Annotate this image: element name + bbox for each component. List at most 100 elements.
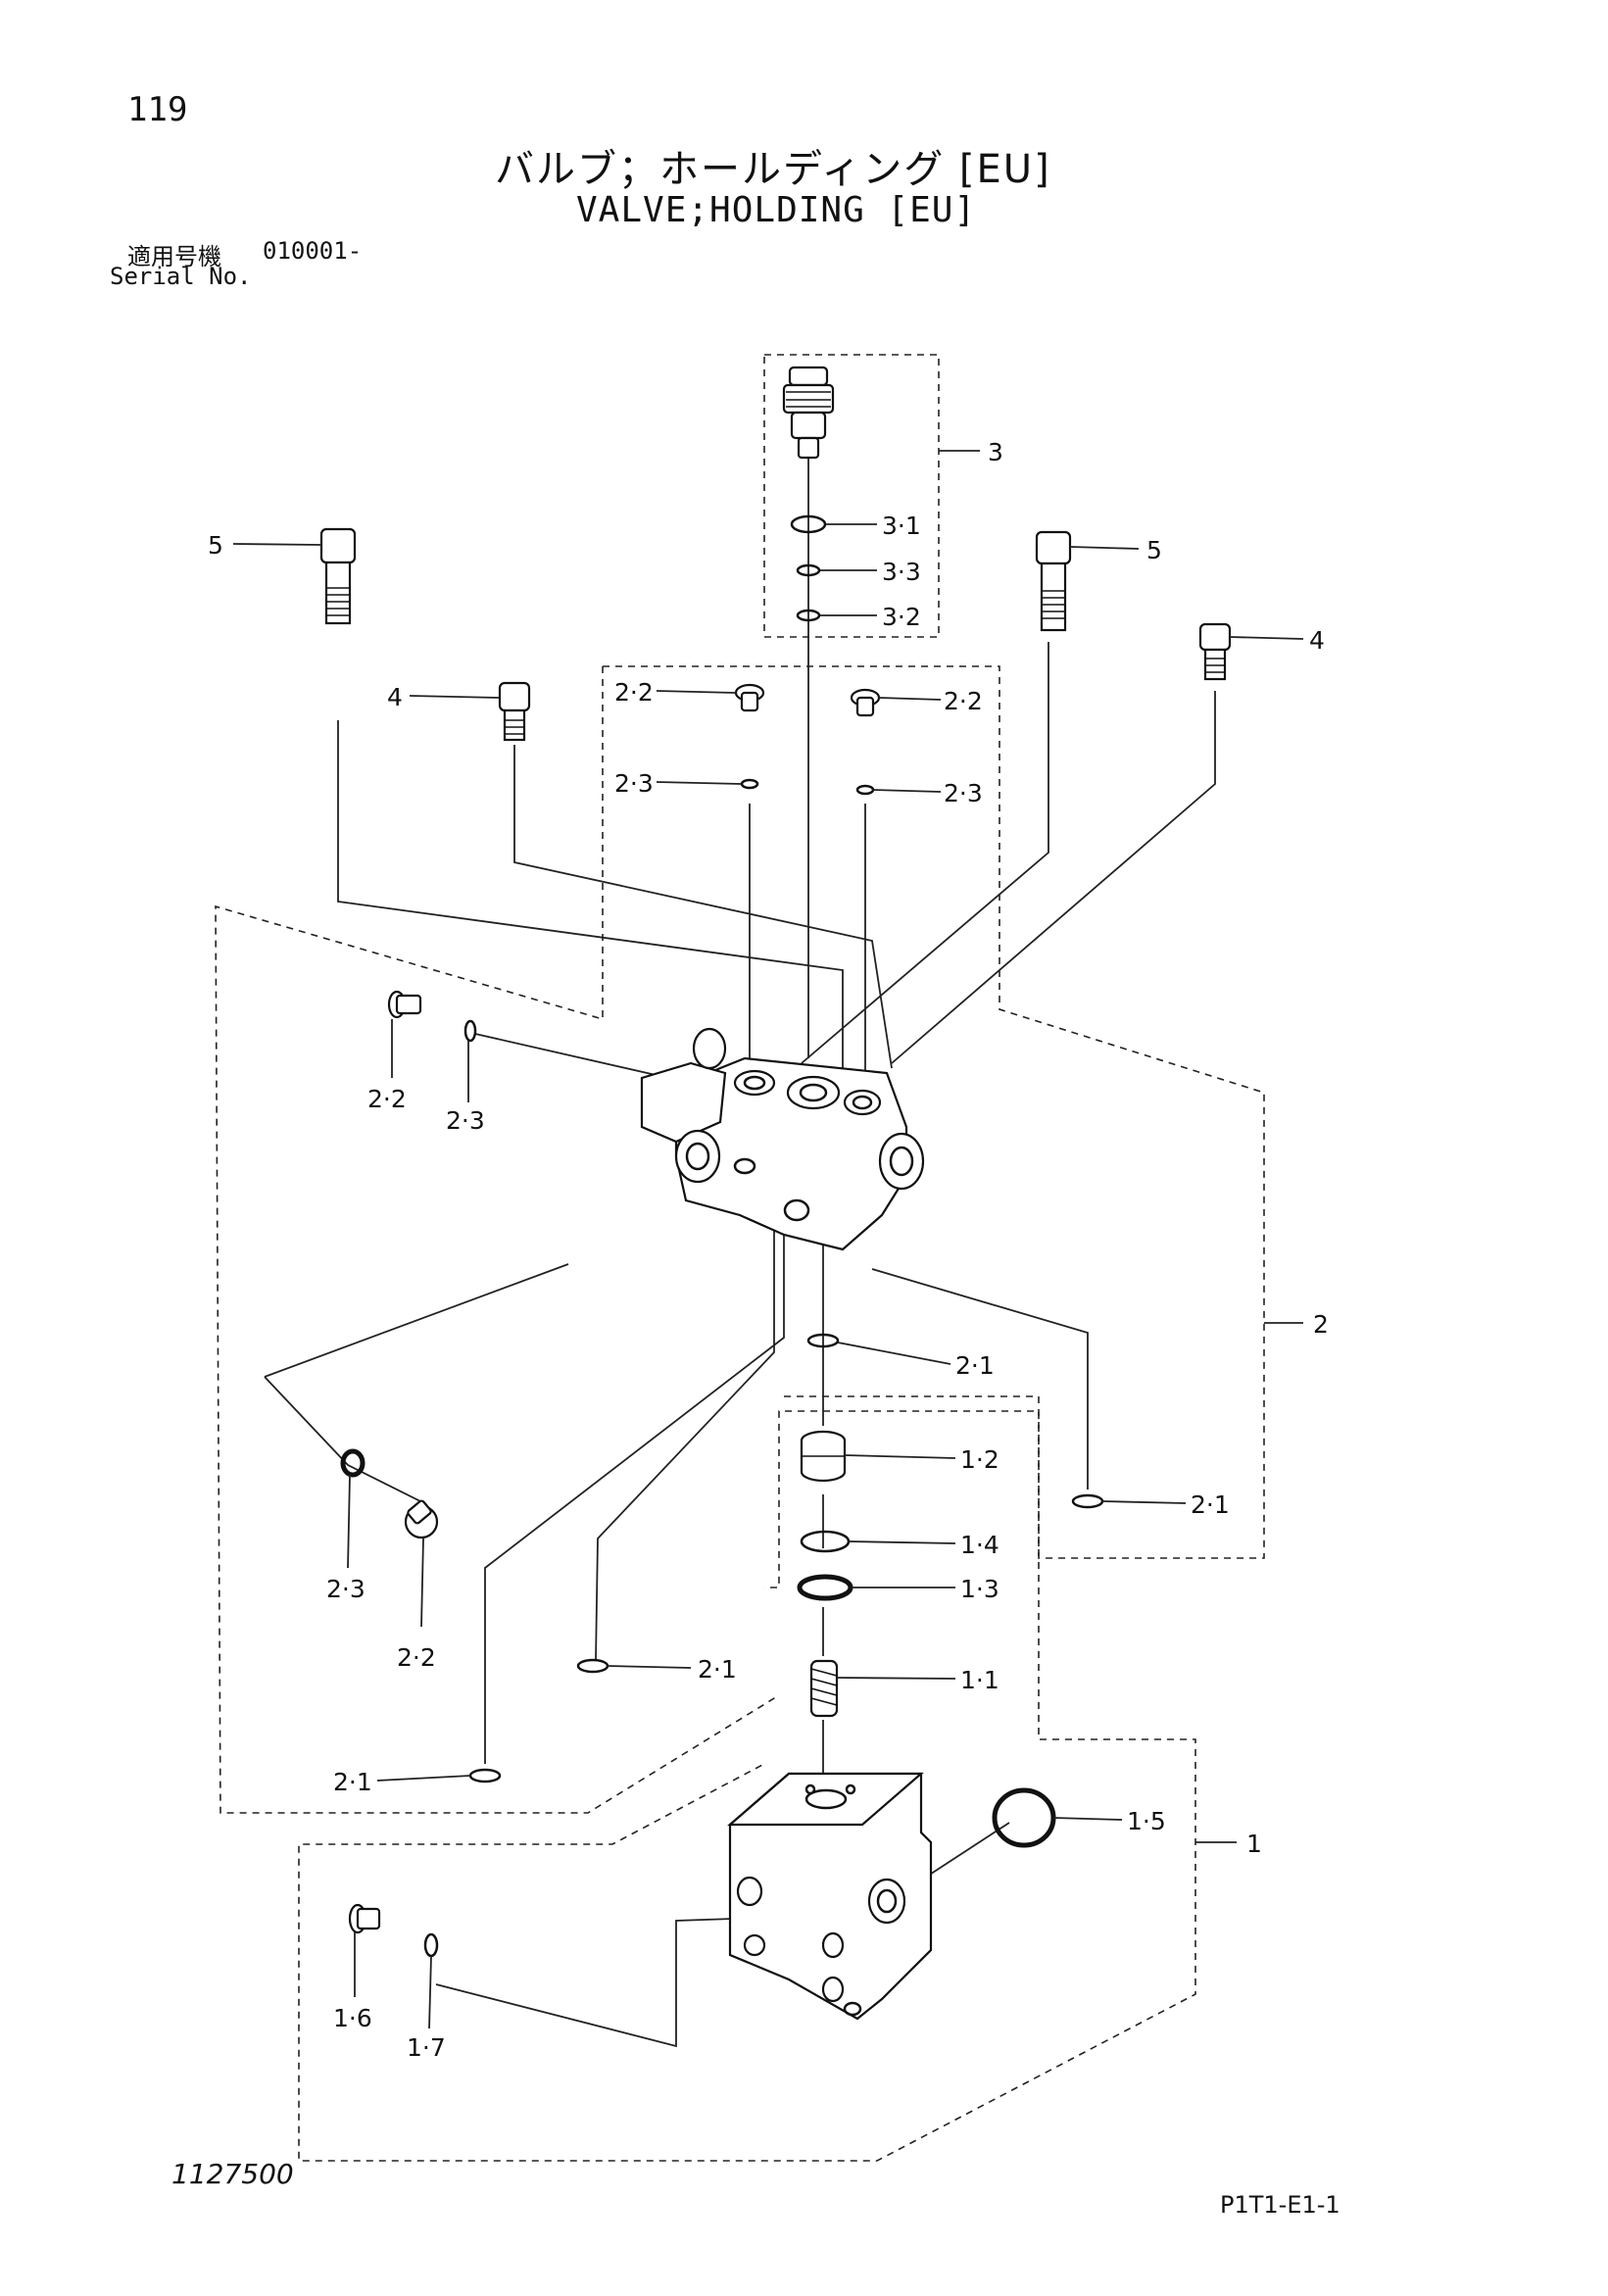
cartridge-valve-icon [782, 366, 835, 460]
leader-lines [264, 451, 1216, 2048]
callout-1-2: 1·2 [844, 1445, 999, 1474]
valve-body-lower-icon [727, 1772, 933, 2021]
callout-1-1-label: 1·1 [960, 1666, 999, 1694]
callout-2-1-right: 2·1 [1101, 1490, 1230, 1519]
callout-1-5-label: 1·5 [1127, 1807, 1166, 1835]
o-ring-1-3-icon [797, 1574, 853, 1601]
callout-3-2-label: 3·2 [882, 603, 921, 631]
o-ring-2-1-right-icon [1071, 1493, 1104, 1509]
callout-2-2-lower-label: 2·2 [397, 1643, 436, 1672]
callout-2-1-center-label: 2·1 [955, 1351, 995, 1380]
callout-1-2-label: 1·2 [960, 1445, 999, 1474]
o-ring-2-1-lower-left-icon [468, 1768, 502, 1783]
serial-label-japanese: 適用号機 [127, 243, 221, 270]
callout-3-3-label: 3·3 [882, 558, 921, 586]
drawing-number: 1127500 [171, 2158, 294, 2190]
callout-2-2-lower: 2·2 [397, 1538, 436, 1672]
backup-ring-1-4-icon [800, 1530, 851, 1553]
callout-3: 3 [939, 438, 1003, 466]
o-ring-2-1-center-icon [806, 1333, 840, 1348]
plug-2-2-top-left-icon [734, 683, 765, 712]
short-bolt-left-icon [498, 681, 531, 742]
page-number: 119 [127, 90, 188, 129]
callout-2-3-top-left-label: 2·3 [614, 769, 654, 798]
assembly-2-boundary-left [215, 666, 780, 1814]
callout-2-1-lower-mid: 2·1 [607, 1655, 737, 1684]
callout-5-left-label: 5 [208, 531, 223, 560]
o-ring-3-2-icon [796, 609, 821, 622]
o-ring-2-1-lower-mid-icon [576, 1658, 609, 1674]
callout-2-2-top-right: 2·2 [878, 687, 983, 715]
title-japanese: バルブ；ホールディング [EU] [495, 147, 1051, 192]
callout-2-1-lower-left: 2·1 [333, 1768, 471, 1796]
assembly-2-boundary [603, 665, 1265, 1588]
spring-1-1-icon [809, 1659, 839, 1718]
callout-4-left-label: 4 [387, 683, 403, 711]
serial-number-value: 010001- [263, 237, 363, 265]
assembly-1-boundary [298, 1395, 1196, 2162]
callout-1-6: 1·6 [333, 1932, 372, 2032]
callout-1-3-label: 1·3 [960, 1575, 999, 1603]
callout-1-7: 1·7 [407, 1955, 446, 2062]
callout-2-1-center: 2·1 [837, 1342, 995, 1380]
callout-1-5: 1·5 [1052, 1807, 1166, 1835]
callout-1-7-label: 1·7 [407, 2033, 446, 2062]
callout-1-4-label: 1·4 [960, 1531, 999, 1559]
assembly-3-boundary [763, 354, 940, 638]
callout-2-2-side-label: 2·2 [367, 1085, 407, 1113]
callout-2-3-top-right-label: 2·3 [944, 779, 983, 807]
callout-2-2-top-left-label: 2·2 [614, 678, 654, 707]
callout-4-right-label: 4 [1309, 626, 1325, 655]
o-ring-2-3-top-right-icon [855, 784, 875, 796]
callout-1-3: 1·3 [851, 1575, 999, 1603]
o-ring-1-5-icon [992, 1787, 1056, 1848]
callout-1: 1 [1195, 1830, 1262, 1858]
serial-label-english: Serial No. [110, 263, 252, 290]
plug-2-2-lower-icon [404, 1499, 439, 1539]
callout-3-2: 3·2 [820, 603, 921, 631]
callout-2-2-top-right-label: 2·2 [944, 687, 983, 715]
callout-2-3-top-right: 2·3 [872, 779, 983, 807]
callout-5-right: 5 [1069, 536, 1162, 564]
callout-2-3-lower-label: 2·3 [326, 1575, 365, 1603]
callout-5-left: 5 [208, 531, 322, 560]
callout-1-6-label: 1·6 [333, 2004, 372, 2032]
callout-2-2-side: 2·2 [367, 1019, 407, 1113]
callout-2-1-lower-left-label: 2·1 [333, 1768, 372, 1796]
callout-3-3: 3·3 [820, 558, 921, 586]
socket-bolt-left-icon [319, 527, 357, 625]
callout-1-label: 1 [1246, 1830, 1262, 1858]
callout-2-3-top-left: 2·3 [614, 769, 743, 798]
callout-2-3-lower: 2·3 [326, 1474, 365, 1603]
title-english: VALVE;HOLDING [EU] [576, 190, 977, 230]
callout-3-1-label: 3·1 [882, 512, 921, 540]
callout-2-3-side: 2·3 [446, 1041, 485, 1135]
callout-1-1: 1·1 [836, 1666, 999, 1694]
callout-4-right: 4 [1229, 626, 1325, 655]
socket-bolt-right-icon [1035, 530, 1072, 632]
o-ring-3-3-icon [796, 563, 821, 577]
callout-3-1: 3·1 [826, 512, 921, 540]
callout-2-1-right-label: 2·1 [1191, 1490, 1230, 1519]
callout-2: 2 [1264, 1310, 1329, 1339]
o-ring-1-7-icon [423, 1932, 439, 1958]
short-bolt-right-icon [1198, 622, 1232, 681]
callout-3-label: 3 [988, 438, 1003, 466]
o-ring-3-1-icon [790, 514, 827, 534]
plug-2-2-side-icon [387, 990, 422, 1019]
callout-2-label: 2 [1313, 1310, 1329, 1339]
callout-2-2-top-left: 2·2 [614, 678, 737, 707]
callout-2-1-lower-mid-label: 2·1 [698, 1655, 737, 1684]
o-ring-2-3-lower-icon [340, 1448, 365, 1478]
callout-4-left: 4 [387, 683, 501, 711]
callout-1-4: 1·4 [848, 1531, 999, 1559]
plug-2-2-top-right-icon [850, 688, 881, 717]
callout-5-right-label: 5 [1146, 536, 1162, 564]
callout-2-3-side-label: 2·3 [446, 1106, 485, 1135]
o-ring-2-3-top-left-icon [740, 778, 759, 790]
valve-body-upper-icon [640, 1027, 925, 1251]
plug-1-6-icon [348, 1903, 381, 1934]
o-ring-2-3-side-icon [463, 1019, 477, 1043]
page-code: P1T1-E1-1 [1220, 2191, 1340, 2219]
piston-1-2-icon [800, 1430, 847, 1483]
